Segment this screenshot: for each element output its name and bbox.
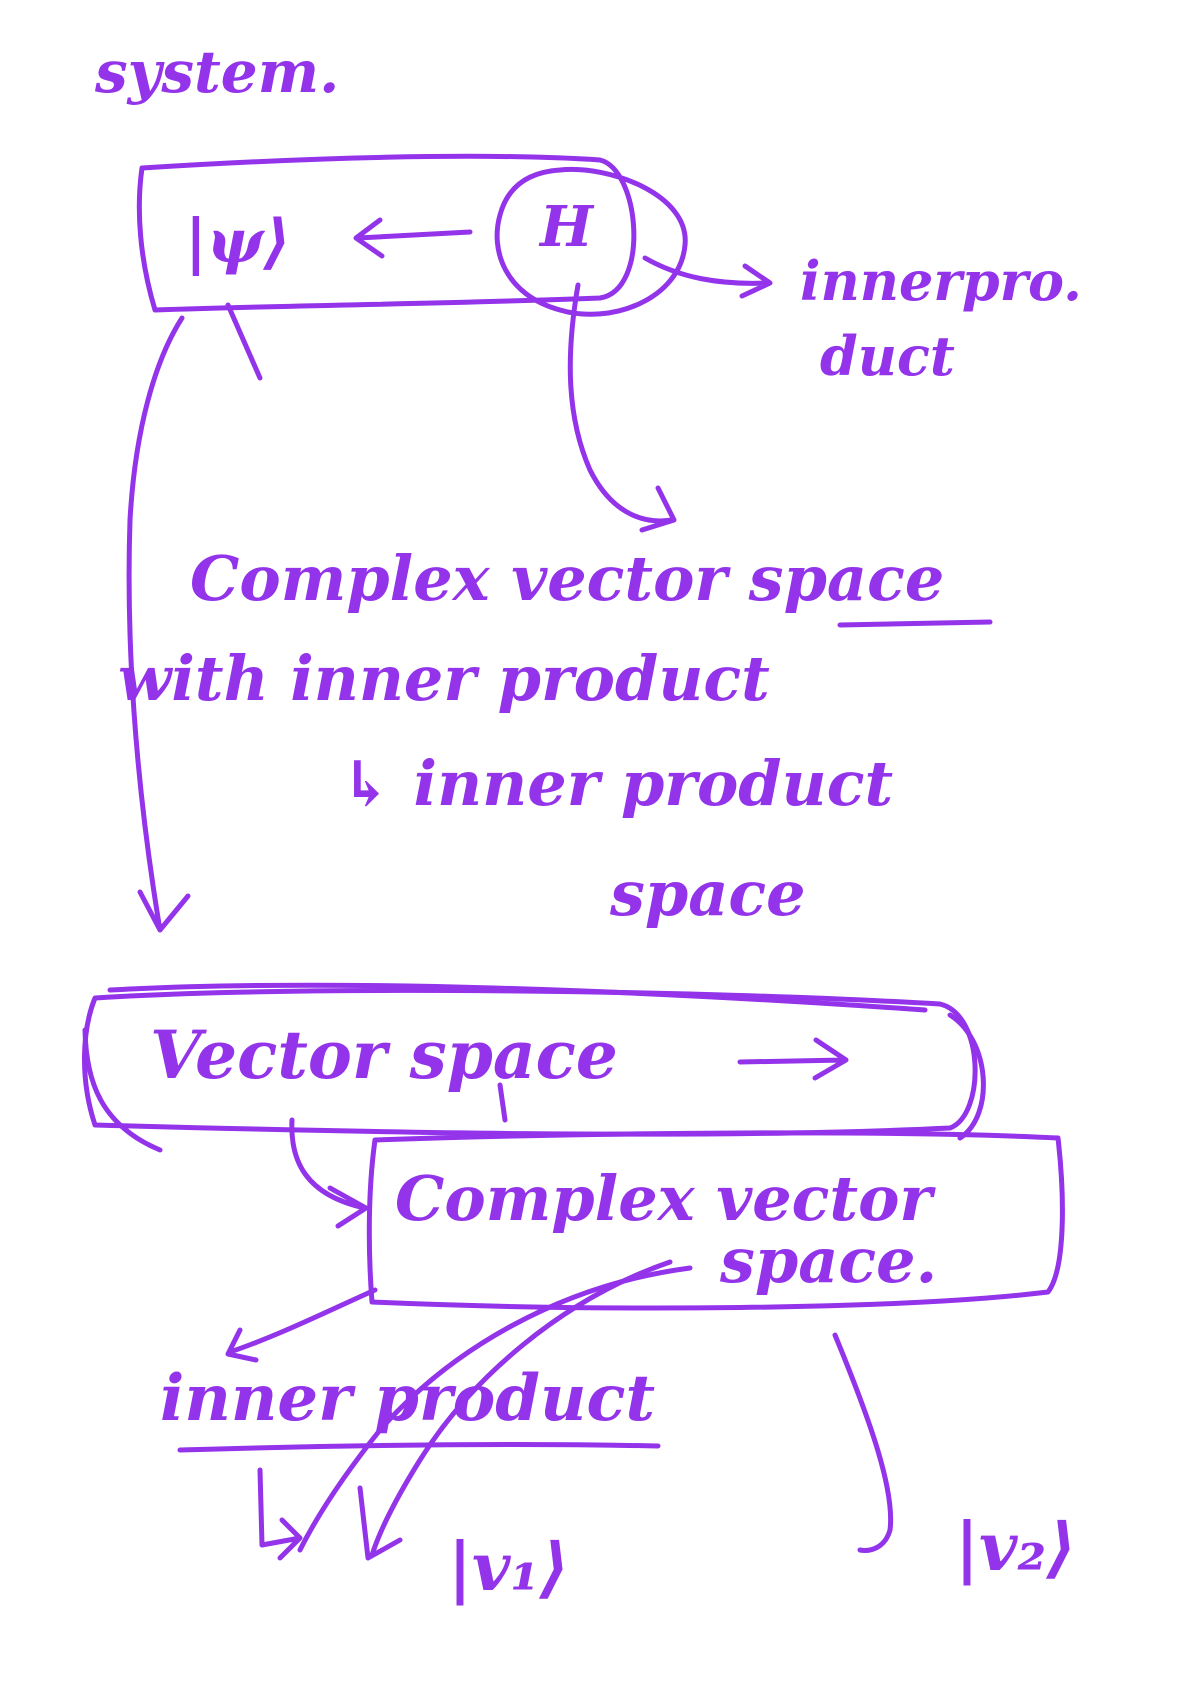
inner-product-bracket-left <box>257 1467 303 1561</box>
inner-product-space-line-2: space <box>609 857 806 930</box>
vector-space-tick <box>497 1082 508 1123</box>
ket-psi-label: |ψ⟩ <box>185 207 291 277</box>
inner-product-underline <box>837 619 993 628</box>
inner-product-space-line-1: ↳ inner product <box>340 747 893 820</box>
state-box <box>136 153 637 313</box>
space-to-v1-curve-1 <box>297 1265 693 1553</box>
complex-to-inner-product-arrow <box>225 1287 378 1363</box>
with-inner-product-label: with inner product <box>118 642 770 715</box>
vector-space-label: Vector space <box>150 1016 618 1094</box>
complex-vector-box-line-2: space. <box>719 1224 937 1297</box>
psi-tick-mark <box>225 302 263 381</box>
ket-v1-label: |v₁⟩ <box>448 1528 569 1606</box>
vector-space-box <box>82 987 978 1137</box>
complex-to-v2-arrow <box>832 1332 894 1553</box>
psi-to-vector-space-arrow <box>126 315 191 933</box>
inner-product-note-line-1: innerpro. <box>800 249 1082 313</box>
complex-vector-space-label: Complex vector space <box>190 542 944 615</box>
h-to-psi-arrow <box>353 217 473 259</box>
ket-v2-label: |v₂⟩ <box>955 1508 1076 1586</box>
vector-space-box-outline-extra <box>82 982 986 1153</box>
h-to-inner-product-arrow <box>642 255 773 299</box>
hilbert-label: H <box>538 194 595 260</box>
system-label: system. <box>94 38 339 106</box>
vector-space-arrow <box>737 1037 849 1081</box>
inner-product-bracket-right <box>357 1485 403 1561</box>
hilbert-circle <box>494 166 688 317</box>
complex-vector-box-line-1: Complex vector <box>395 1162 936 1235</box>
space-to-v1-curve-2 <box>369 1259 673 1558</box>
inner-product-bottom-underline <box>177 1442 661 1453</box>
h-to-complex-arrow <box>567 282 677 533</box>
vector-to-complex-arrow <box>289 1117 369 1229</box>
inner-product-note-line-2: duct <box>820 324 955 388</box>
complex-vector-space-box <box>366 1130 1065 1311</box>
